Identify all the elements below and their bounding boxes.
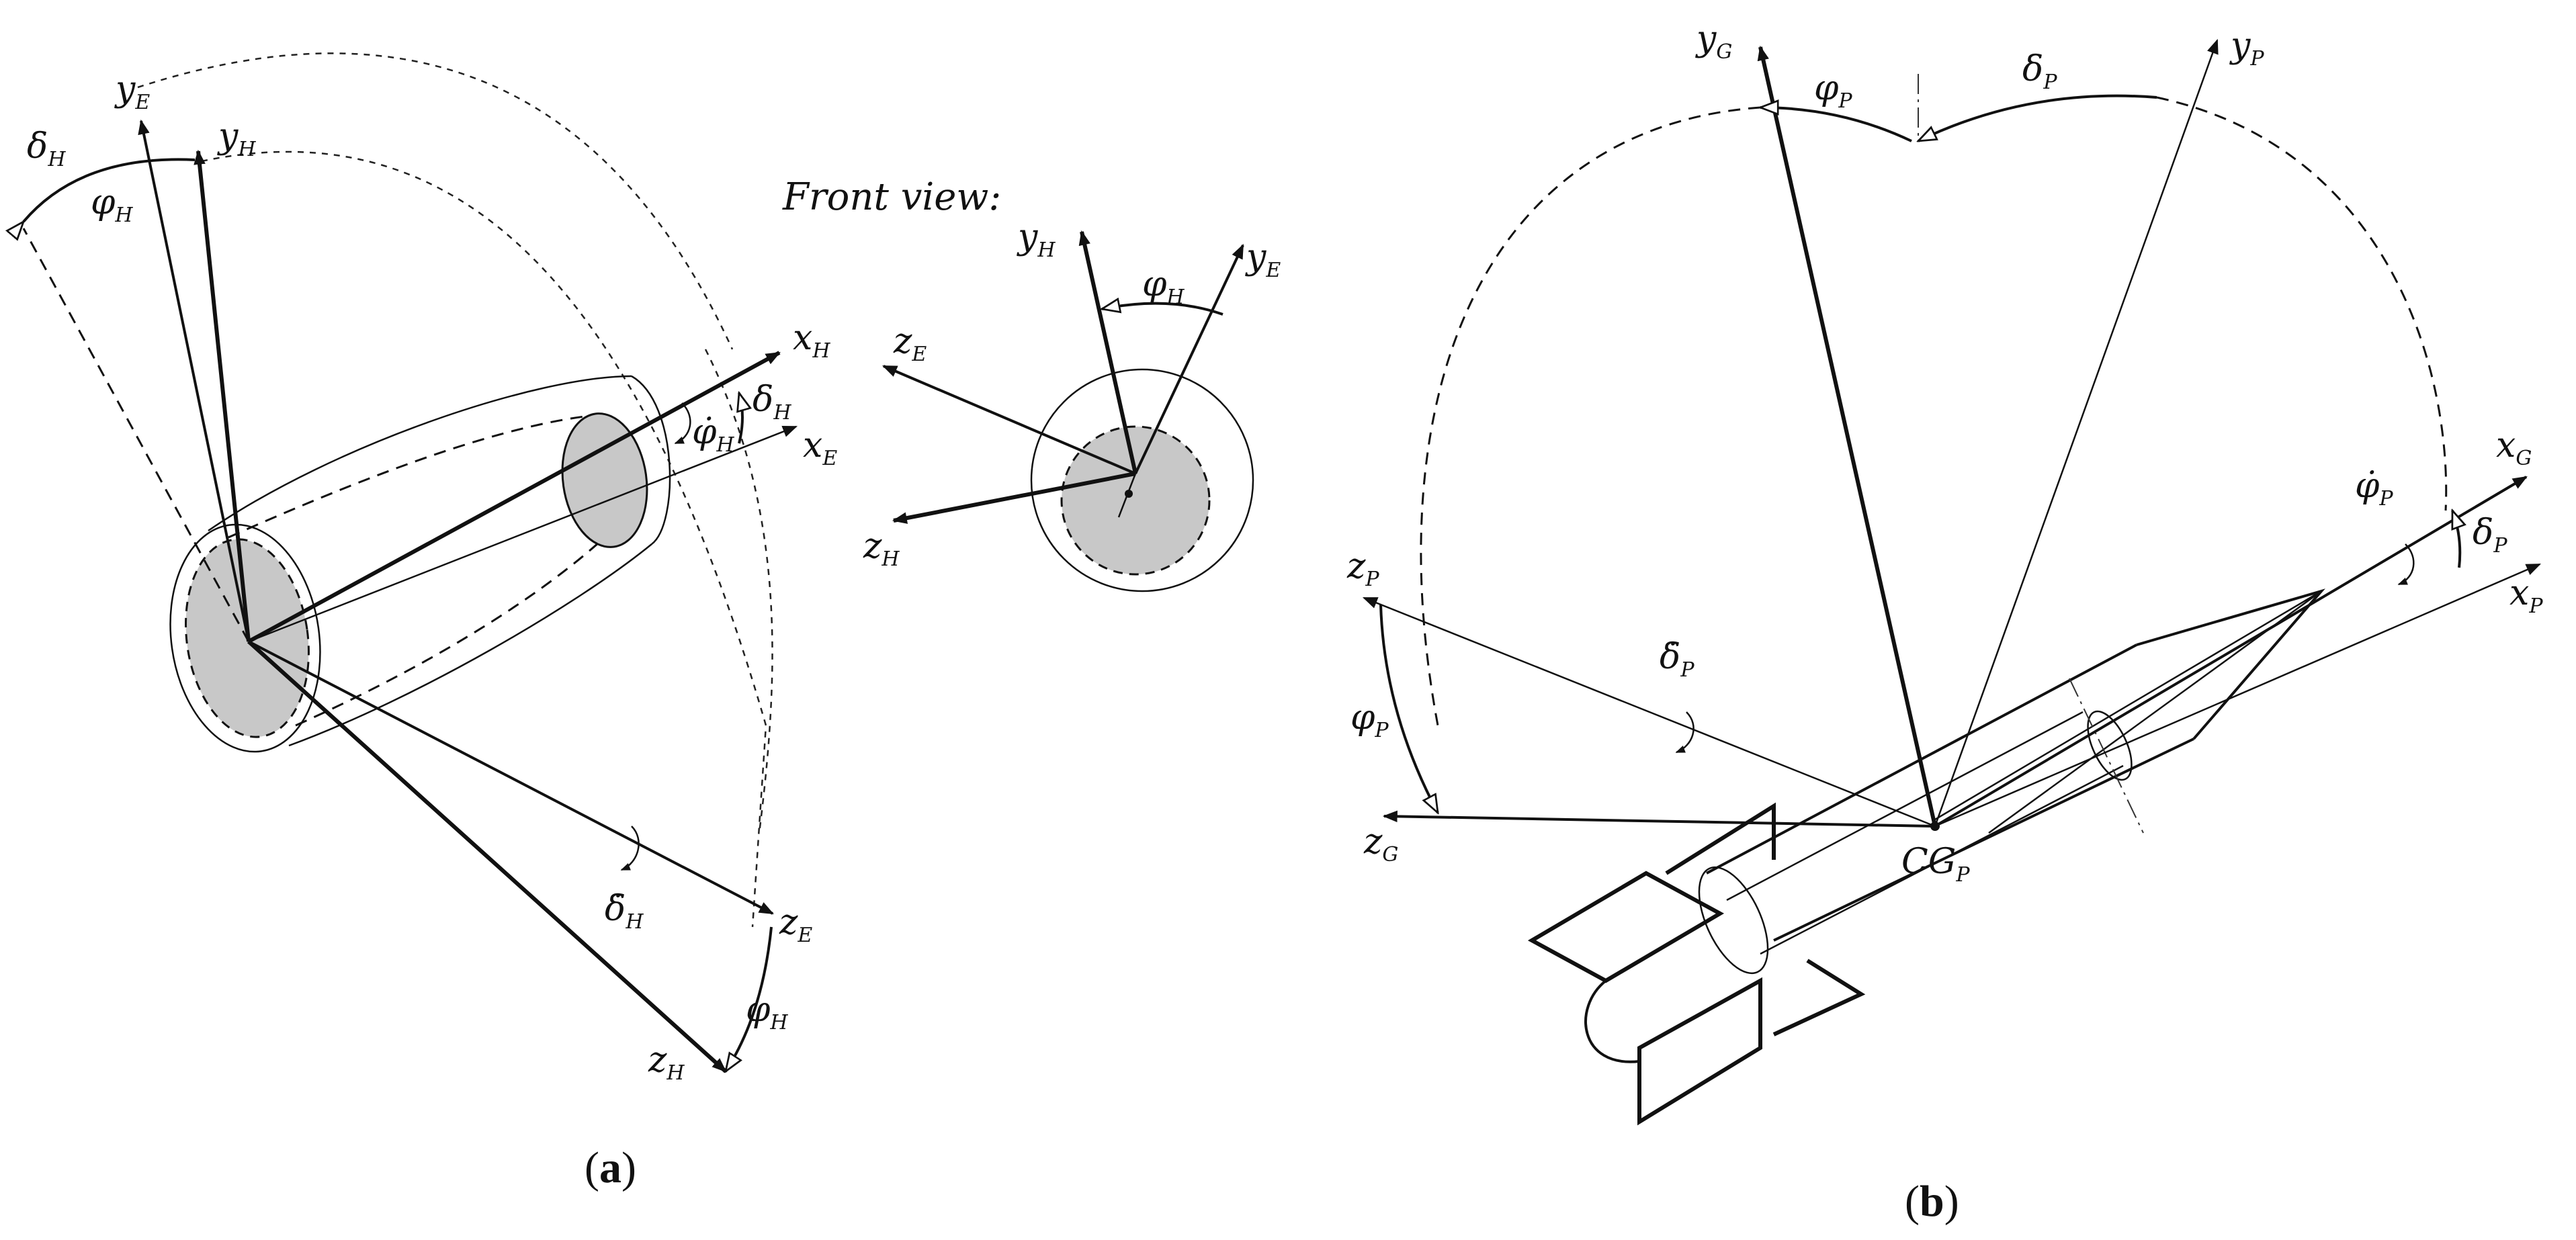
label-yH: yH: [217, 116, 256, 161]
panel-b: yG φP δP yP xG φ̇P δP xP zP δ̇P φP zG CG…: [1346, 19, 2543, 1226]
fv-axis-zH: [892, 472, 1136, 524]
front-view-title: Front view:: [782, 175, 1001, 219]
rocket-inner-cyl-end: [2087, 710, 2133, 781]
axis-yG: [1757, 45, 1937, 827]
rocket-section-dashdot: [2069, 678, 2144, 834]
axis-zE: [248, 640, 774, 915]
fin-left: [1527, 871, 1725, 983]
rotation-deltaP-dot: [1675, 711, 1694, 754]
axis-yH: [194, 149, 251, 642]
axis-zG: [1382, 810, 1936, 828]
nacelle-rear-rim: [631, 375, 671, 545]
arc-phiP-left: [1379, 604, 1438, 813]
label-deltaP-right: δP: [2473, 513, 2507, 558]
axis-yE: [138, 119, 250, 642]
fv-label-phiH: φH: [1142, 264, 1185, 309]
axis-xH: [247, 351, 781, 644]
label-phiH-top: φH: [91, 182, 133, 227]
rocket-body-bottom: [1773, 738, 2194, 942]
label-phiH-dot: φ̇H: [692, 412, 734, 457]
label-xE: xE: [803, 425, 837, 470]
label-zG: zG: [1363, 822, 1398, 867]
arc-inner-yH: [201, 150, 767, 928]
arc-outer-yE-xH: [137, 52, 734, 350]
label-deltaP-top: δP: [2022, 49, 2057, 94]
label-xG: xG: [2496, 425, 2532, 470]
label-deltaH-dot: δ̇H: [605, 889, 644, 934]
label-deltaH-right: δH: [753, 380, 791, 425]
axis-xP: [1934, 563, 2542, 828]
axis-xE: [248, 425, 798, 643]
axis-zH: [247, 639, 728, 1073]
nacelle-top-edge: [208, 375, 632, 532]
label-zP: zP: [1346, 546, 1379, 591]
front-view-inner-shade: [1060, 425, 1211, 576]
arc-yG-sweep: [1420, 106, 1761, 726]
arc-phiH-top: [24, 158, 196, 222]
fin-top: [1665, 802, 1776, 875]
label-zH: zH: [648, 1040, 685, 1085]
nacelle-rear-shade: [561, 412, 648, 548]
axis-yP: [1934, 38, 2219, 827]
fv-axis-yH: [1078, 230, 1137, 474]
rocket-inner-cyl-bottom: [1760, 764, 2124, 955]
axis-zP: [1362, 596, 1936, 828]
label-deltaH-top: δH: [27, 126, 66, 171]
arc-phiP-top: [1760, 107, 1912, 142]
fv-axis-yE: [1134, 244, 1244, 474]
panel-a: yE yH δH φH xH δH φ̇H xE δ̇H zE φH zH (a…: [22, 52, 837, 1192]
nacelle-front-outer: [169, 523, 321, 753]
fv-center-dot: [1125, 490, 1133, 498]
dash-line-deltaH: [22, 228, 250, 642]
label-deltaP-dot: δ̇P: [1660, 637, 1694, 682]
caption-a: (a): [585, 1143, 636, 1192]
label-phiH-bottom: φH: [746, 989, 788, 1034]
fv-label-zE: zE: [893, 321, 927, 366]
rotation-deltaH-dot: [620, 826, 640, 871]
label-yG: yG: [1695, 19, 1732, 64]
rocket-tail-ring: [1698, 866, 1769, 975]
fin-bottom: [1637, 977, 1762, 1126]
axis-xG: [1934, 476, 2528, 828]
rocket-tail-cylinder: [1584, 979, 1640, 1063]
fv-axis-zE: [882, 365, 1136, 475]
label-yP: yP: [2229, 26, 2264, 71]
arc-deltaH-right: [739, 393, 742, 444]
label-phiP-left: φP: [1350, 697, 1389, 742]
cg-dot: [1930, 822, 1940, 831]
label-phiP-top: φP: [1814, 68, 1852, 113]
front-view-outer-circle: [1030, 368, 1254, 592]
fin-right: [1772, 959, 1866, 1036]
fv-label-zH: zH: [863, 526, 900, 571]
arc-deltaP-top: [1918, 94, 2157, 142]
rocket-inner-cyl-top: [1726, 711, 2084, 901]
fv-arc-phiH: [1102, 304, 1223, 316]
label-phiP-dot: φ̇P: [2355, 466, 2393, 511]
label-cgP: CGP: [1901, 842, 1970, 887]
caption-b: (b): [1905, 1177, 1959, 1226]
rotation-phiH-dot: [674, 402, 691, 445]
nacelle-inner-dash-bottom: [295, 536, 606, 727]
arc-phiH-bottom: [726, 926, 773, 1071]
arc-yP-sweep: [2156, 96, 2448, 511]
fv-label-yH: yH: [1017, 217, 1056, 262]
arc-yE-ring: [704, 349, 773, 834]
label-xH: xH: [793, 318, 830, 363]
nacelle-bottom-edge: [288, 543, 652, 747]
rotation-phiP-dot: [2397, 543, 2415, 586]
label-xP: xP: [2509, 573, 2543, 618]
front-view: Front view: yH yE φH zE zH: [782, 175, 1281, 592]
nacelle-inner-dash-top: [228, 415, 585, 539]
label-yE: yE: [114, 69, 150, 114]
fv-label-yE: yE: [1245, 237, 1281, 282]
arc-deltaP-right: [2451, 511, 2460, 568]
label-zE: zE: [779, 902, 812, 947]
